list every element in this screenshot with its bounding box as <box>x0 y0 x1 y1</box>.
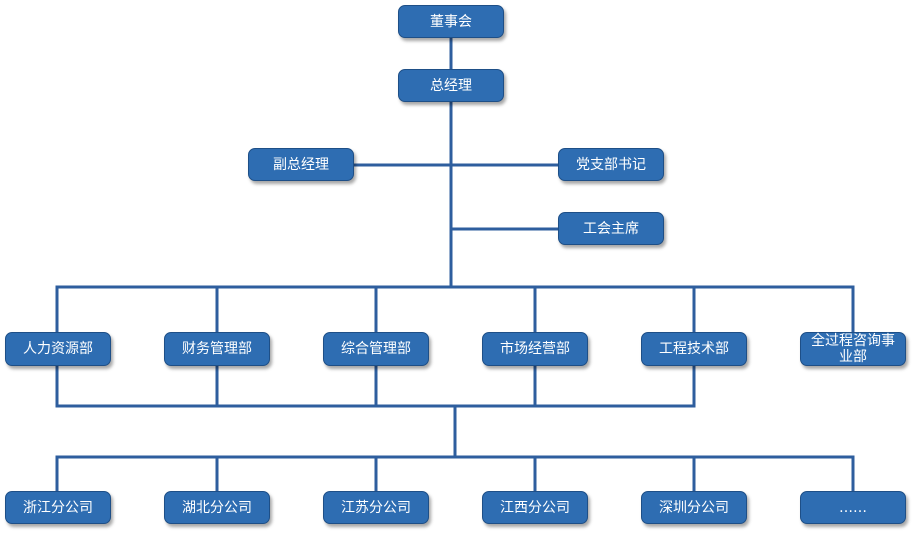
node-branch: 深圳分公司 <box>641 491 747 524</box>
node-branch: 湖北分公司 <box>164 491 270 524</box>
branch-label: 湖北分公司 <box>182 499 252 516</box>
department-label: 市场经营部 <box>500 341 570 357</box>
department-label: 人力资源部 <box>23 341 93 357</box>
node-deputy-gm-label: 副总经理 <box>273 156 329 173</box>
node-general-manager-label: 总经理 <box>430 77 472 94</box>
node-department: 工程技术部 <box>641 332 747 366</box>
node-department: 人力资源部 <box>5 332 111 366</box>
department-label: 全过程咨询事业部 <box>811 333 895 365</box>
node-department: 财务管理部 <box>164 332 270 366</box>
node-party-secretary-label: 党支部书记 <box>576 156 646 173</box>
node-deputy-gm: 副总经理 <box>248 148 354 181</box>
node-department: 综合管理部 <box>323 332 429 366</box>
branch-label: 浙江分公司 <box>23 499 93 516</box>
branch-label: 江苏分公司 <box>341 499 411 516</box>
department-label: 综合管理部 <box>341 341 411 357</box>
node-department: 市场经营部 <box>482 332 588 366</box>
node-department: 全过程咨询事业部 <box>800 332 906 366</box>
branch-label: 江西分公司 <box>500 499 570 516</box>
node-general-manager: 总经理 <box>398 69 504 102</box>
node-party-secretary: 党支部书记 <box>558 148 664 181</box>
node-board: 董事会 <box>398 5 504 38</box>
department-label: 工程技术部 <box>659 341 729 357</box>
node-branch: 江西分公司 <box>482 491 588 524</box>
node-branch: 浙江分公司 <box>5 491 111 524</box>
node-union-chair-label: 工会主席 <box>583 220 639 237</box>
branch-label: …… <box>839 499 867 516</box>
branch-label: 深圳分公司 <box>659 499 729 516</box>
node-board-label: 董事会 <box>430 13 472 30</box>
node-union-chair: 工会主席 <box>558 212 664 245</box>
node-branch: …… <box>800 491 906 524</box>
department-label: 财务管理部 <box>182 341 252 357</box>
node-branch: 江苏分公司 <box>323 491 429 524</box>
